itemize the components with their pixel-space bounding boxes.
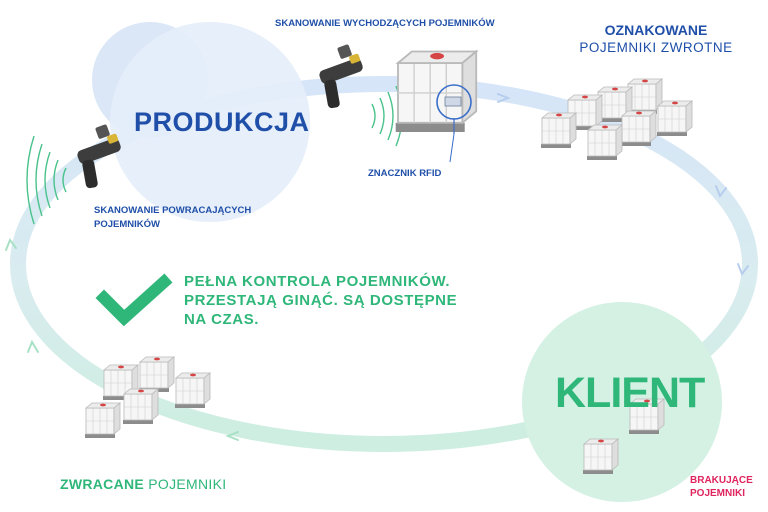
cycle-loop [10, 76, 758, 452]
container-icon [122, 388, 159, 425]
container-icon [174, 372, 211, 409]
full-control-message: PEŁNA KONTROLA POJEMNIKÓW. PRZESTAJĄ GIN… [184, 272, 457, 329]
container-icon [582, 438, 619, 475]
missing-containers-label: BRAKUJĄCE POJEMNIKI [690, 474, 753, 500]
rfid-tag-label: ZNACZNIK RFID [368, 168, 442, 179]
returned-containers-label-rest: POJEMNIKI [148, 476, 227, 492]
marked-containers-label-bold: OZNAKOWANE [604, 22, 708, 38]
scan-returning-label-line2: POJEMNIKÓW [94, 219, 160, 230]
full-control-line1: PEŁNA KONTROLA POJEMNIKÓW. [184, 273, 451, 290]
klient-title: KLIENT [555, 369, 705, 417]
klient-bubble [522, 302, 722, 502]
container-icon [620, 110, 657, 147]
container-icon [138, 356, 175, 393]
full-control-line3: NA CZAS. [184, 311, 260, 328]
produkcja-title: PRODUKCJA [134, 107, 310, 137]
missing-containers-line1: BRAKUJĄCE [690, 475, 753, 486]
container-icon [586, 124, 623, 161]
scan-outgoing-label: SKANOWANIE WYCHODZĄCYCH POJEMNIKÓW [275, 18, 495, 29]
checkmark-icon [95, 273, 173, 327]
rfid-scanner-icon [318, 43, 365, 109]
scan-returning-label-line1: SKANOWANIE POWRACAJĄCYCH [94, 205, 252, 216]
returned-containers-label: ZWRACANE POJEMNIKI [60, 476, 226, 492]
marked-containers-label-rest: POJEMNIKI ZWROTNE [579, 40, 733, 55]
signal-waves-icon [26, 135, 67, 225]
full-control-line2: PRZESTAJĄ GINĄĆ. SĄ DOSTĘPNE [184, 292, 458, 309]
container-icon [84, 402, 121, 439]
returned-containers-label-bold: ZWRACANE [60, 476, 145, 492]
returned-containers-group [84, 356, 211, 439]
flow-arrow-icon [5, 93, 749, 441]
marked-containers-label: OZNAKOWANE POJEMNIKI ZWROTNE [563, 22, 749, 56]
scan-returning-label: SKANOWANIE POWRACAJĄCYCH POJEMNIKÓW [94, 204, 251, 232]
container-icon [540, 112, 577, 149]
produkcja-bubble [110, 22, 310, 222]
container-icon [394, 50, 478, 134]
missing-containers-line2: POJEMNIKI [690, 488, 746, 499]
container-icon [656, 100, 693, 137]
